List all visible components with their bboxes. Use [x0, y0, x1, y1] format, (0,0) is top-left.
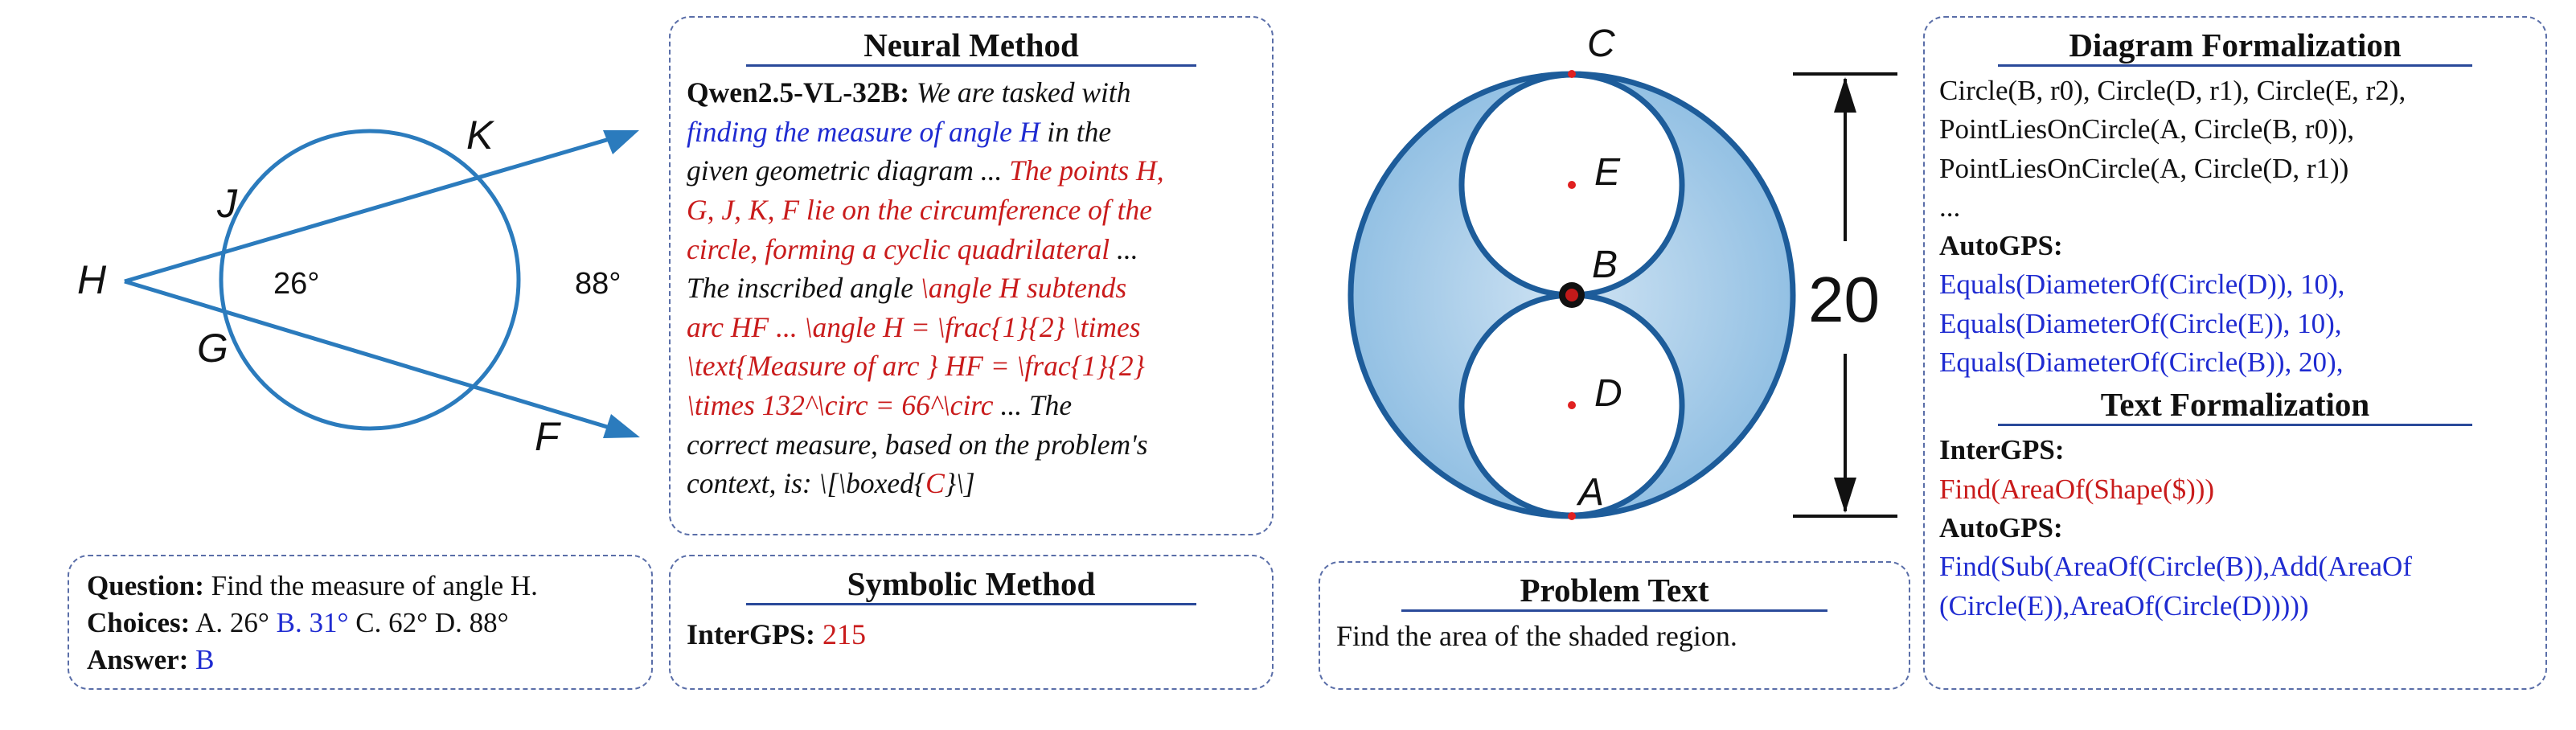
label-k: K: [466, 113, 495, 158]
geometry-circle: [219, 129, 521, 431]
label-e: E: [1594, 151, 1621, 194]
autogps-label: AutoGPS:: [1939, 511, 2063, 543]
upper-arrowhead: [603, 130, 639, 154]
point-c: [1568, 70, 1576, 78]
intergps-label: InterGPS:: [687, 618, 815, 650]
label-h: H: [77, 257, 107, 302]
label-b: B: [1592, 244, 1618, 286]
choices-label: Choices:: [87, 607, 191, 639]
problem-text-content: Find the area of the shaded region.: [1336, 620, 1737, 652]
answer-value: B: [195, 644, 215, 676]
neural-method-text: Qwen2.5-VL-32B: We are tasked with findi…: [687, 76, 1164, 500]
upper-ray: [124, 130, 632, 284]
problem-text-title: Problem Text: [1520, 572, 1709, 609]
label-g: G: [197, 326, 228, 371]
model-label: Qwen2.5-VL-32B:: [687, 76, 910, 109]
label-f: F: [535, 414, 561, 459]
point-d: [1568, 401, 1576, 409]
neural-method-title: Neural Method: [863, 27, 1079, 64]
label-a: A: [1576, 471, 1604, 514]
dimension-arrow-down: [1834, 478, 1856, 513]
autogps-label: AutoGPS:: [1939, 230, 2063, 262]
diagram-formalization-title: Diagram Formalization: [2069, 27, 2402, 64]
formalization-box: Diagram Formalization Circle(B, r0), Cir…: [1923, 16, 2547, 690]
intergps-label: InterGPS:: [1939, 434, 2065, 466]
angle-diagram: H J K G F 26° 88°: [77, 113, 640, 459]
label-c: C: [1587, 23, 1615, 65]
arc-label: 88°: [575, 267, 621, 301]
choice-c: C. 62°: [355, 607, 429, 639]
title-underline: [1998, 64, 2472, 67]
title-underline: [746, 64, 1196, 67]
title-underline: [746, 603, 1196, 605]
lower-ray: [124, 279, 632, 437]
question-label: Question:: [87, 570, 204, 601]
question-text: Find the measure of angle H.: [211, 570, 538, 601]
title-underline: [1998, 424, 2472, 427]
choice-a: A. 26°: [195, 607, 269, 639]
title-underline: [1401, 609, 1827, 612]
symbolic-method-title: Symbolic Method: [847, 565, 1096, 602]
point-e: [1568, 181, 1576, 189]
text-formalization-title: Text Formalization: [2100, 386, 2370, 424]
label-d: D: [1594, 372, 1622, 415]
problem-text-box: Problem Text Find the area of the shaded…: [1319, 561, 1910, 690]
lower-arrowhead: [603, 414, 640, 438]
choice-b: B. 31°: [276, 607, 349, 639]
text-formalization-content: InterGPS: Find(AreaOf(Shape($))) AutoGPS…: [1939, 431, 2531, 625]
shaded-region-diagram: C E B D A 20: [1347, 23, 1897, 520]
label-j: J: [216, 181, 238, 226]
question-box: Question: Find the measure of angle H. C…: [68, 555, 653, 690]
choice-d: D. 88°: [434, 607, 509, 639]
dimension-label: 20: [1808, 264, 1880, 335]
neural-method-box: Neural Method Qwen2.5-VL-32B: We are tas…: [669, 16, 1274, 535]
diagram-formalization-content: Circle(B, r0), Circle(D, r1), Circle(E, …: [1939, 72, 2531, 382]
symbolic-method-box: Symbolic Method InterGPS: 215: [669, 555, 1274, 690]
dimension-arrow-up: [1834, 77, 1856, 113]
point-a: [1568, 512, 1576, 520]
intergps-value: 215: [822, 618, 866, 650]
angle-label: 26°: [273, 267, 319, 301]
answer-label: Answer:: [87, 644, 189, 676]
